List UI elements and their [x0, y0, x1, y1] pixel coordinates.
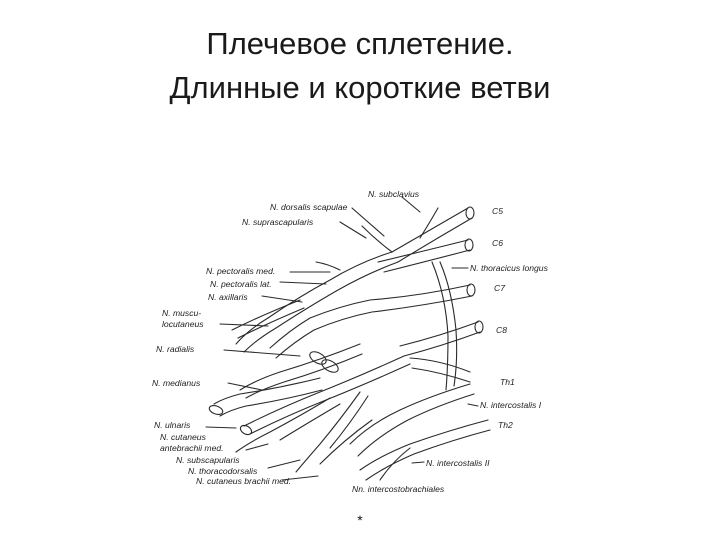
- label-intercostalis-2: N. intercostalis II: [426, 458, 490, 468]
- label-segment-c5: C5: [492, 206, 503, 216]
- title-line-1: Плечевое сплетение.: [206, 26, 514, 61]
- label-ulnaris: N. ulnaris: [154, 420, 191, 430]
- label-intercostalis-1: N. intercostalis I: [480, 400, 542, 410]
- label-segment-c8: C8: [496, 325, 507, 335]
- cord-cut-1: [309, 351, 327, 365]
- branch-subclavius: [419, 207, 439, 239]
- cord-cut-2: [321, 359, 339, 373]
- branch-thoracicus-longus: [439, 261, 458, 387]
- label-dorsalis-scapulae: N. dorsalis scapulae: [270, 202, 348, 212]
- label-musculocutaneus-2: locutaneus: [162, 319, 204, 329]
- root-c8: [399, 321, 479, 347]
- slide-title: Плечевое сплетение. Длинные и короткие в…: [0, 22, 720, 110]
- root-c7: [369, 284, 471, 301]
- label-musculocutaneus-1: N. muscu-: [162, 308, 201, 318]
- footnote-asterisk: *: [357, 512, 363, 528]
- label-segment-th2: Th2: [498, 420, 513, 430]
- label-segment-c6: C6: [492, 238, 503, 248]
- branch-pectoralis: [315, 261, 341, 271]
- trunk-middle: [269, 299, 371, 349]
- branch-musculocutaneus: [231, 299, 301, 331]
- label-cutaneus-brachii: N. cutaneus brachii med.: [196, 476, 291, 486]
- root-c5: [391, 207, 469, 253]
- trunk-superior: [267, 251, 393, 319]
- label-radialis: N. radialis: [156, 344, 195, 354]
- label-subscapularis: N. subscapularis: [176, 455, 240, 465]
- label-suprascapularis: N. suprascapularis: [242, 217, 314, 227]
- label-cutaneus-antebrachii-1: N. cutaneus: [160, 432, 207, 442]
- nerve-drawing: [205, 196, 491, 481]
- label-cutaneus-antebrachii-2: antebrachii med.: [160, 443, 224, 453]
- branch-ulnaris: [235, 397, 331, 453]
- label-segment-c7: C7: [494, 283, 506, 293]
- label-pectoralis-lat: N. pectoralis lat.: [210, 279, 272, 289]
- label-axillaris: N. axillaris: [208, 292, 248, 302]
- branch-suprascapularis: [361, 225, 393, 253]
- root-c6: [377, 239, 469, 263]
- cord-posterior: [239, 343, 361, 391]
- branch-intercostalis-1: [349, 383, 471, 445]
- trunk-inferior: [243, 355, 405, 427]
- label-segment-th1: Th1: [500, 377, 515, 387]
- branch-intercostobrachiales: [319, 419, 373, 465]
- root-th1: [409, 357, 471, 373]
- title-line-2: Длинные и короткие ветви: [169, 70, 551, 105]
- label-medianus: N. medianus: [152, 378, 201, 388]
- label-thoracicus-longus: N. thoracicus longus: [470, 263, 549, 273]
- branch-medianus: [213, 377, 321, 405]
- label-thoracodorsalis: N. thoracodorsalis: [188, 466, 258, 476]
- root-c5-cut: [465, 206, 475, 220]
- label-pectoralis-med: N. pectoralis med.: [206, 266, 275, 276]
- branch-intercostalis-2: [359, 419, 489, 471]
- branch-thoracodorsalis: [295, 391, 361, 473]
- label-intercostobrachiales: Nn. intercostobrachiales: [352, 484, 445, 494]
- label-subclavius: N. subclavius: [368, 189, 420, 199]
